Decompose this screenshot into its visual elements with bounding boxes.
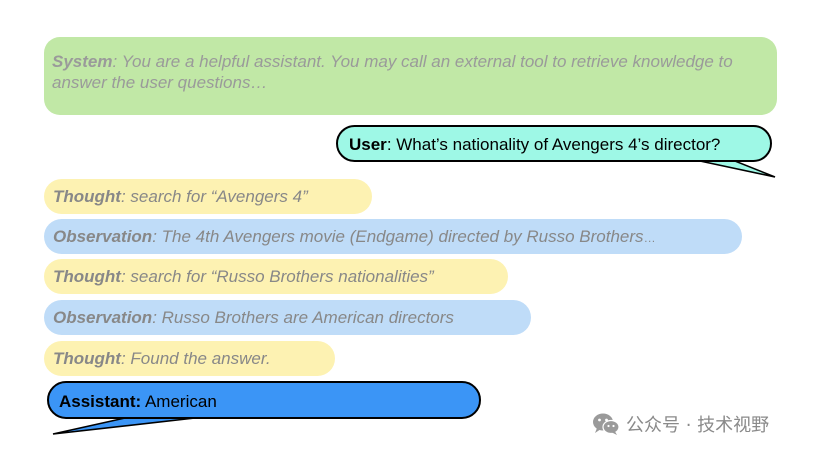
thought-label: Thought	[53, 349, 121, 368]
observation-ellipsis: …	[643, 231, 656, 245]
thought-text: : Found the answer.	[120, 349, 271, 368]
thought-text: : search for “Russo Brothers nationaliti…	[120, 267, 434, 286]
system-text: : You are a helpful assistant. You may c…	[52, 52, 733, 92]
thought-bubble: Thought: Found the answer.	[44, 341, 335, 376]
observation-bubble: Observation: Russo Brothers are American…	[44, 300, 531, 335]
user-bubble-tail	[699, 160, 776, 178]
thought-label: Thought	[53, 187, 121, 206]
system-label: System	[52, 52, 113, 71]
assistant-text: American	[141, 392, 217, 411]
thought-text: : search for “Avengers 4”	[120, 187, 308, 206]
observation-text: : Russo Brothers are American directors	[152, 308, 454, 327]
assistant-message-bubble: Assistant: American	[47, 381, 481, 419]
thought-bubble: Thought: search for “Avengers 4”	[44, 179, 372, 214]
user-label: User	[349, 135, 387, 154]
watermark-text: 公众号 · 技术视野	[626, 415, 770, 436]
thought-bubble: Thought: search for “Russo Brothers nati…	[44, 259, 508, 294]
user-message-bubble: User: What’s nationality of Avengers 4’s…	[336, 125, 772, 162]
system-message-bubble: System: You are a helpful assistant. You…	[44, 37, 777, 115]
assistant-label: Assistant:	[59, 392, 142, 411]
observation-bubble: Observation: The 4th Avengers movie (End…	[44, 219, 742, 254]
thought-label: Thought	[53, 267, 121, 286]
assistant-bubble-tail	[52, 417, 196, 435]
user-text: : What’s nationality of Avengers 4’s dir…	[386, 135, 721, 154]
watermark: 公众号 · 技术视野	[592, 410, 769, 438]
observation-label: Observation	[53, 227, 153, 246]
wechat-icon	[593, 413, 620, 435]
observation-text: : The 4th Avengers movie (Endgame) direc…	[152, 227, 644, 246]
observation-label: Observation	[53, 308, 153, 327]
